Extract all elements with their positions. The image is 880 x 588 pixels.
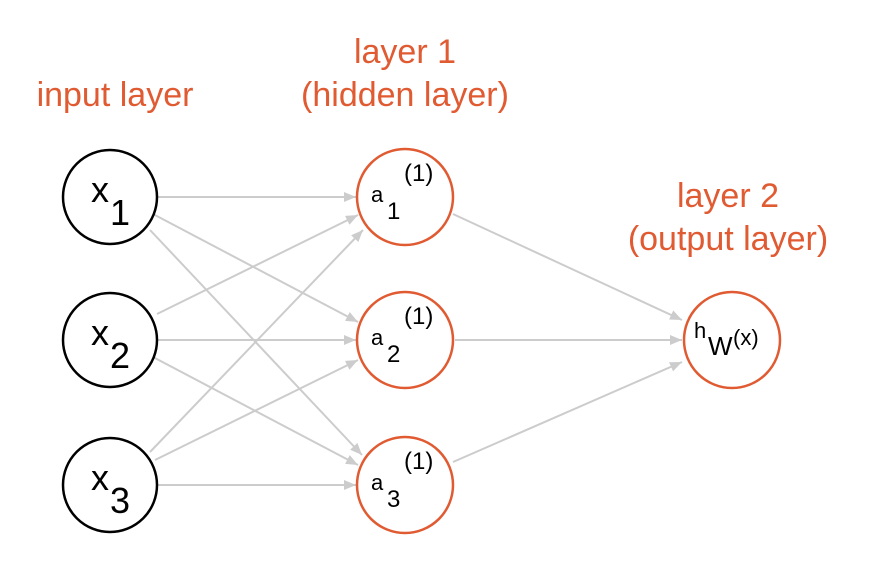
node-subscript: 3 <box>110 480 130 521</box>
hidden-node-label: a 2 (1) <box>371 303 433 368</box>
node-base: a <box>371 182 384 207</box>
output-node-circle <box>682 290 782 390</box>
edges-hidden-to-output <box>452 213 683 463</box>
node-superscript: (x) <box>733 325 759 350</box>
edge-x3-a2 <box>154 359 359 461</box>
hidden-node-a2: a 2 (1) <box>355 290 455 390</box>
input-node-label: x3 <box>91 457 130 521</box>
edge-x1-a2 <box>152 213 359 323</box>
node-base: a <box>371 325 384 350</box>
input-layer-label: input layer <box>37 76 194 114</box>
node-subscript: W <box>708 331 733 361</box>
node-subscript: 2 <box>110 335 130 376</box>
input-node-label: x2 <box>91 312 130 376</box>
node-superscript: (1) <box>404 160 433 187</box>
output-node-label: h W (x) <box>694 318 759 361</box>
hidden-layer-subtitle: (hidden layer) <box>301 76 509 114</box>
output-layer-subtitle: (output layer) <box>628 220 828 258</box>
hidden-node-a1: a 1 (1) <box>355 147 455 247</box>
input-node-circle <box>61 291 159 389</box>
node-base: h <box>694 318 706 343</box>
node-subscript: 1 <box>387 198 400 225</box>
input-node-label: x1 <box>91 169 130 233</box>
hidden-node-label: a 3 (1) <box>371 448 433 513</box>
node-superscript: (1) <box>404 448 433 475</box>
edge-a1-h <box>452 213 683 321</box>
node-base: x <box>91 169 109 210</box>
edges-input-to-hidden <box>149 192 364 490</box>
input-node-x1: x1 <box>61 148 159 246</box>
output-layer-title: layer 2 <box>677 177 779 215</box>
hidden-node-a3: a 3 (1) <box>355 435 455 535</box>
node-superscript: (1) <box>404 303 433 330</box>
hidden-node-circle <box>355 290 455 390</box>
edge-x3-a1 <box>149 229 364 453</box>
input-node-x2: x2 <box>61 291 159 389</box>
node-base: x <box>91 457 109 498</box>
input-node-circle <box>61 436 159 534</box>
hidden-node-circle <box>355 147 455 247</box>
node-base: x <box>91 312 109 353</box>
node-subscript: 1 <box>110 192 130 233</box>
hidden-node-circle <box>355 435 455 535</box>
input-node-circle <box>61 148 159 246</box>
node-base: a <box>371 470 384 495</box>
hidden-layer-title: layer 1 <box>354 33 456 71</box>
edge-a3-h <box>452 361 683 463</box>
output-node-h: h W (x) <box>682 290 782 390</box>
node-subscript: 2 <box>387 341 400 368</box>
hidden-node-label: a 1 (1) <box>371 160 433 225</box>
input-node-x3: x3 <box>61 436 159 534</box>
node-subscript: 3 <box>387 486 400 513</box>
edge-x2-a1 <box>156 214 359 315</box>
